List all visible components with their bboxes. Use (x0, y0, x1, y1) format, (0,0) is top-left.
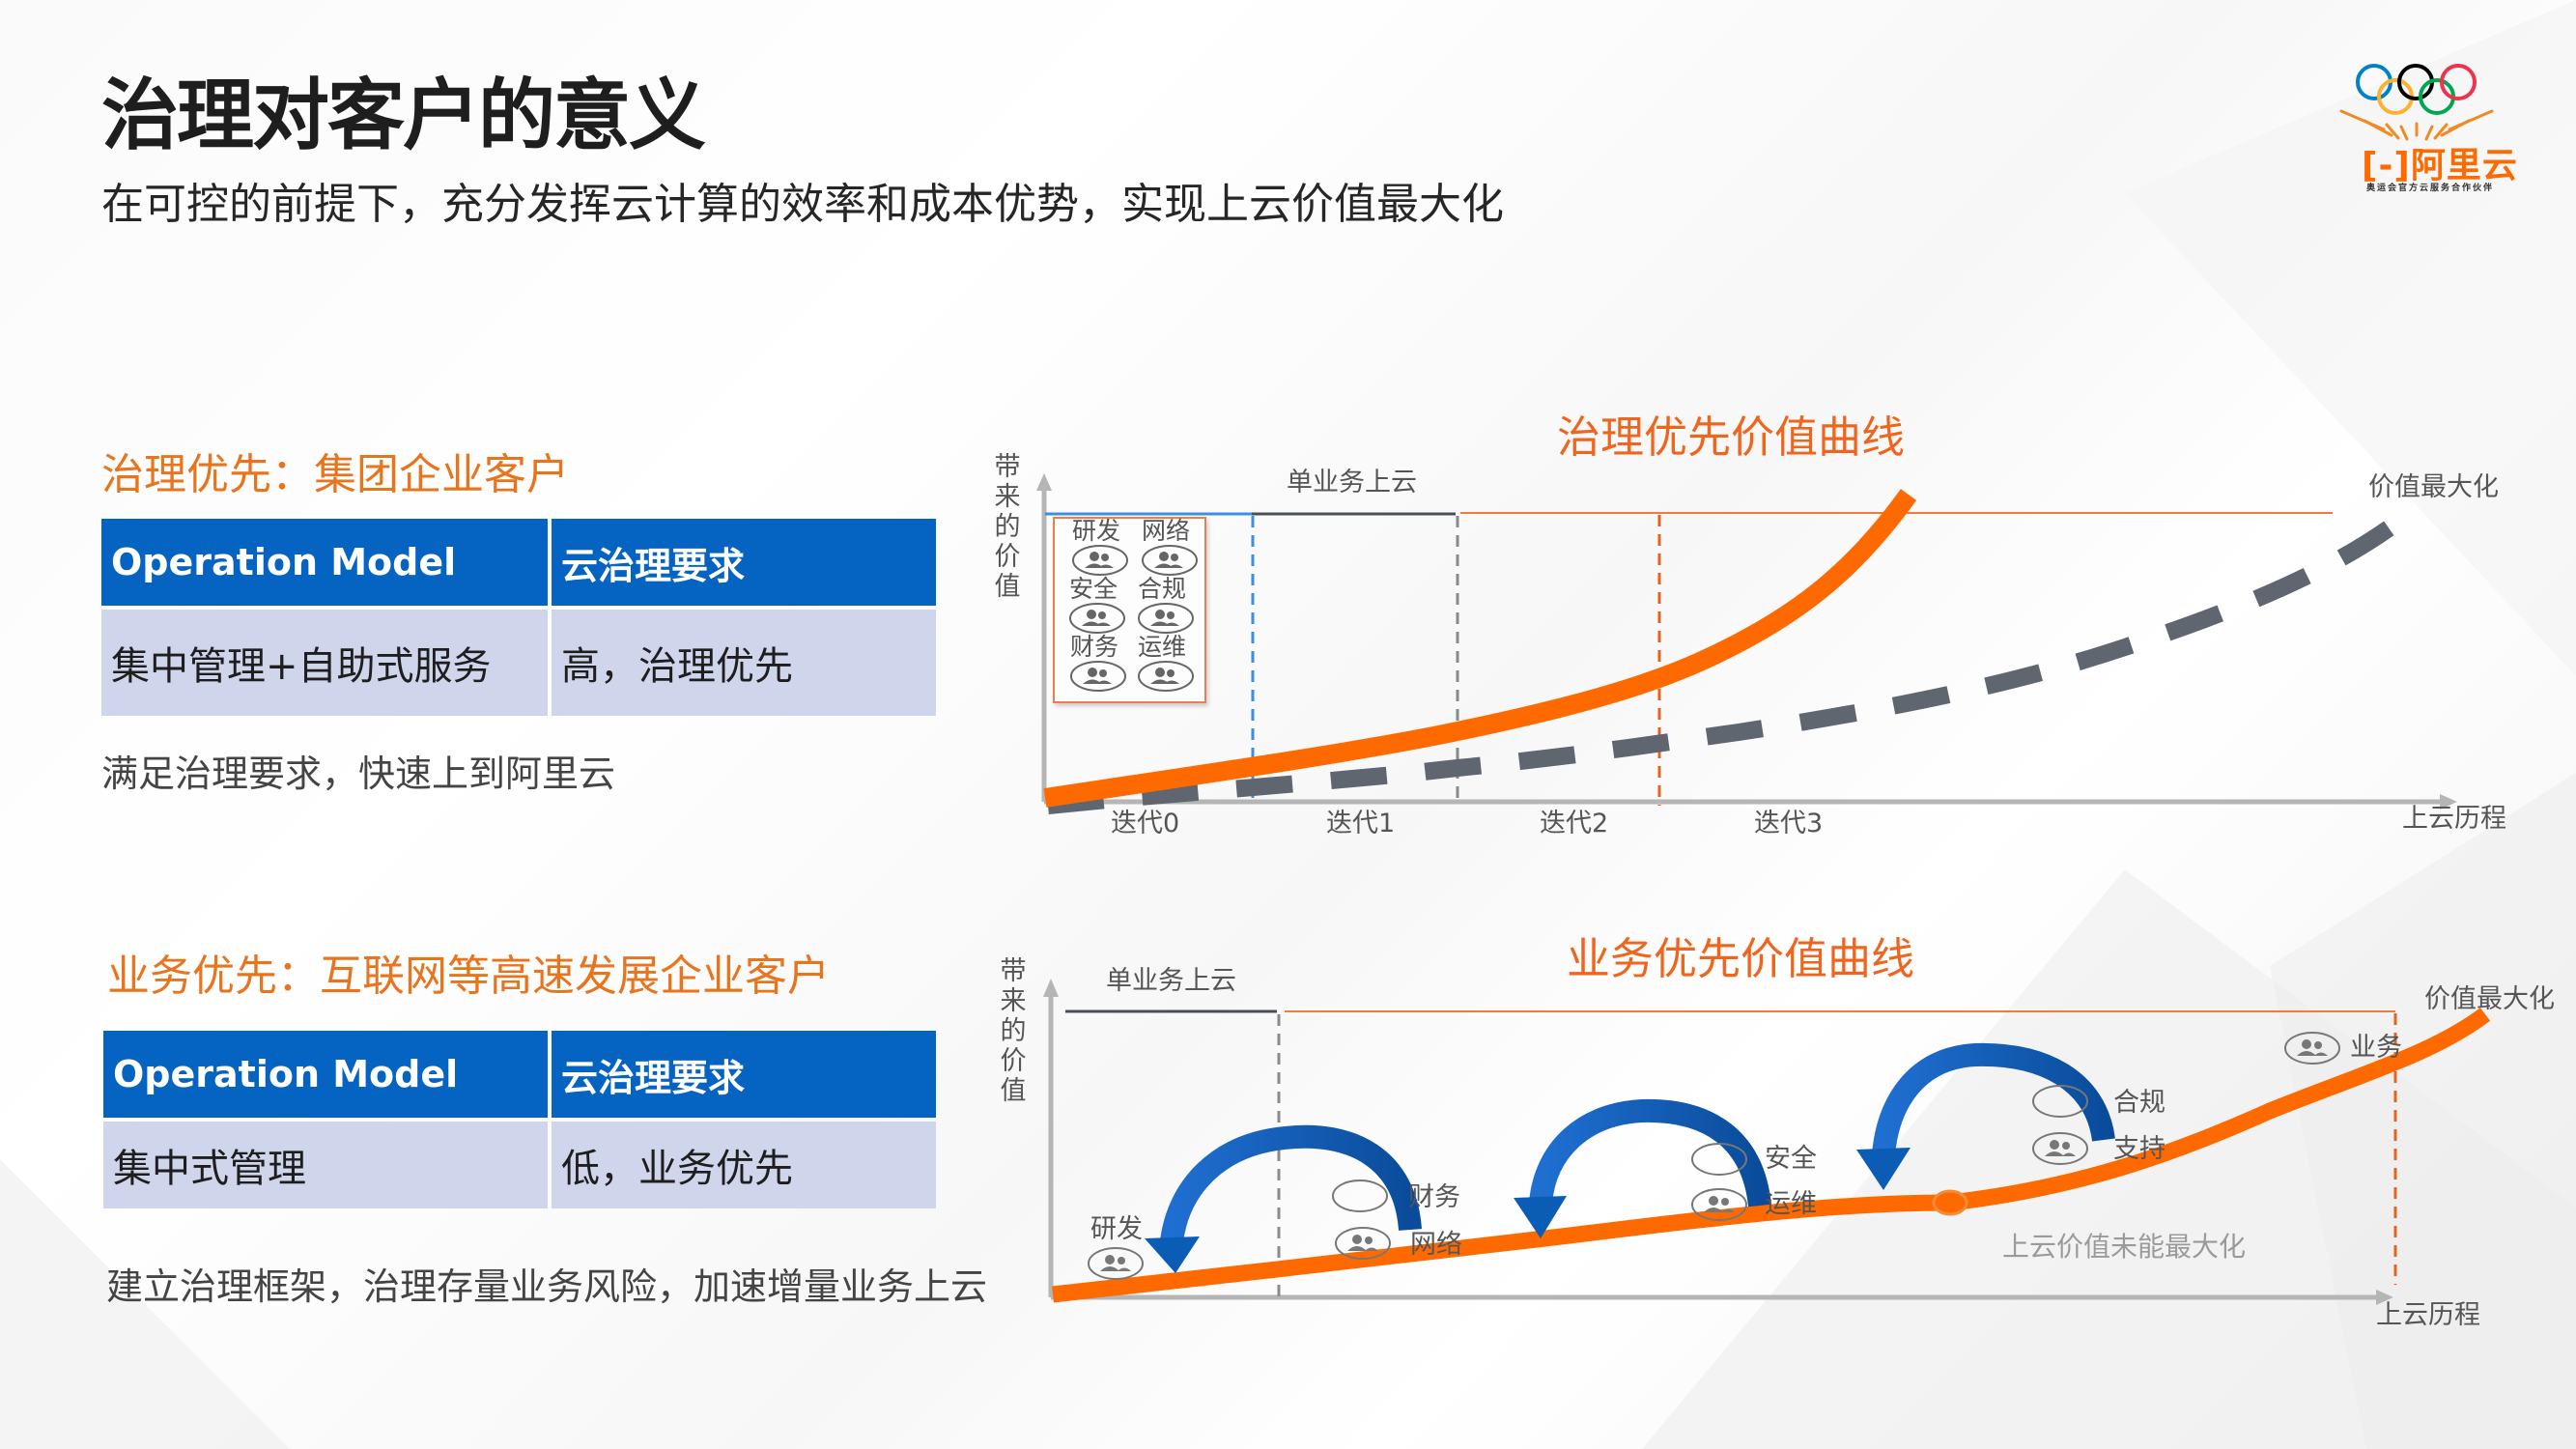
team-people-icon (1142, 545, 1198, 576)
iteration-label-3: 迭代3 (1754, 809, 1824, 838)
team-label-security: 安全 (1765, 1144, 1817, 1174)
team-finance: 财务 (1061, 635, 1128, 696)
cell-operation-model: 集中式管理 (103, 1122, 548, 1208)
page-title: 治理对客户的意义 (101, 71, 706, 160)
y-axis-arrow-icon (1043, 979, 1059, 997)
y-axis-label: 带 来 的 价 值 (1000, 956, 1027, 1106)
table-header-row: Operation Model 云治理要求 (103, 1031, 936, 1118)
column-header-operation-model: Operation Model (101, 519, 548, 606)
logo-tagline: 奥运会官方云服务合作伙伴 (2366, 184, 2495, 193)
chart-title: 治理优先价值曲线 (1557, 412, 1906, 463)
iteration-label-2: 迭代2 (1540, 809, 1609, 838)
chart-title: 业务优先价值曲线 (1567, 933, 1915, 984)
x-axis-arrow-icon (2440, 794, 2457, 810)
operation-model-table-business: Operation Model 云治理要求 集中式管理 低，业务优先 (99, 1027, 940, 1212)
baseline-dashed-curve (1047, 504, 2417, 814)
team-network: 网络 (1132, 519, 1200, 581)
section-note-business: 建立治理框架，治理存量业务风险，加速增量业务上云 (106, 1265, 988, 1308)
iteration-label-0: 迭代0 (1111, 809, 1180, 838)
team-people-icon (1070, 661, 1126, 692)
curve-milestone-dot (1932, 1189, 1968, 1216)
olympic-rings-icon (2339, 64, 2494, 141)
curved-arrow-icon (1856, 1042, 2115, 1190)
x-axis-label: 上云历程 (2376, 1300, 2480, 1330)
section-heading-business-first: 业务优先：互联网等高速发展企业客户 (107, 952, 830, 1001)
band-label-single-business: 单业务上云 (1287, 468, 1417, 497)
band-label-single-business: 单业务上云 (1106, 966, 1236, 996)
team-rnd: 研发 (1062, 519, 1130, 581)
target-label-value-max: 价值最大化 (2368, 472, 2499, 502)
team-people-icon (1069, 603, 1125, 634)
curved-arrow-icon (1145, 1124, 1422, 1273)
table-header-row: Operation Model 云治理要求 (101, 519, 936, 606)
team-people-icons (1088, 1032, 2340, 1280)
team-label-support: 支持 (2113, 1134, 2166, 1164)
curved-arrow-icon (1514, 1098, 1771, 1238)
team-people-icon (1138, 661, 1194, 692)
value-not-maximized-annotation: 上云价值未能最大化 (2002, 1231, 2247, 1263)
page-subtitle: 在可控的前提下，充分发挥云计算的效率和成本优势，实现上云价值最大化 (101, 180, 1504, 229)
section-heading-governance-first: 治理优先：集团企业客户 (101, 450, 569, 499)
cell-governance-requirement: 低，业务优先 (552, 1122, 936, 1208)
alibaba-cloud-wordmark: [-]阿里云 (2362, 146, 2518, 185)
team-operations: 运维 (1128, 635, 1196, 696)
iteration-label-1: 迭代1 (1326, 809, 1396, 838)
table-row: 集中管理+自助式服务 高，治理优先 (101, 610, 936, 716)
x-axis-label: 上云历程 (2402, 804, 2506, 834)
column-header-governance-requirement: 云治理要求 (552, 519, 936, 606)
cell-operation-model: 集中管理+自助式服务 (101, 610, 548, 716)
team-label-business: 业务 (2350, 1033, 2402, 1063)
section-note-governance: 满足治理要求，快速上到阿里云 (101, 753, 616, 795)
y-axis-label: 带 来 的 价 值 (994, 452, 1021, 602)
team-label-rnd: 研发 (1090, 1214, 1143, 1244)
team-label-compliance: 合规 (2113, 1088, 2166, 1118)
cell-governance-requirement: 高，治理优先 (552, 610, 936, 716)
business-value-curve (1052, 1008, 2491, 1303)
y-axis-arrow-icon (1036, 473, 1052, 491)
team-label-network: 网络 (1410, 1230, 1462, 1260)
people-glyphs (1100, 1039, 2328, 1271)
target-label-value-max: 价值最大化 (2424, 984, 2555, 1014)
team-people-icon (1138, 603, 1194, 634)
team-people-icon (1072, 545, 1128, 576)
team-security: 安全 (1060, 577, 1127, 639)
table-row: 集中式管理 低，业务优先 (103, 1122, 936, 1208)
alibaba-cloud-bracket-icon: [-] (2362, 146, 2411, 185)
team-label-operations: 运维 (1765, 1189, 1817, 1219)
column-header-governance-requirement: 云治理要求 (552, 1031, 936, 1118)
column-header-operation-model: Operation Model (103, 1031, 548, 1118)
team-label-finance: 财务 (1408, 1182, 1460, 1212)
team-box: 研发 网络 安全 合规 财务 运维 (1053, 517, 1206, 703)
operation-model-table-governance: Operation Model 云治理要求 集中管理+自助式服务 高，治理优先 (98, 515, 940, 720)
olympic-alibaba-cloud-logo (2335, 46, 2519, 201)
team-compliance: 合规 (1128, 577, 1196, 639)
governance-value-curve (1043, 489, 1917, 808)
x-axis-arrow-icon (2376, 1290, 2393, 1305)
